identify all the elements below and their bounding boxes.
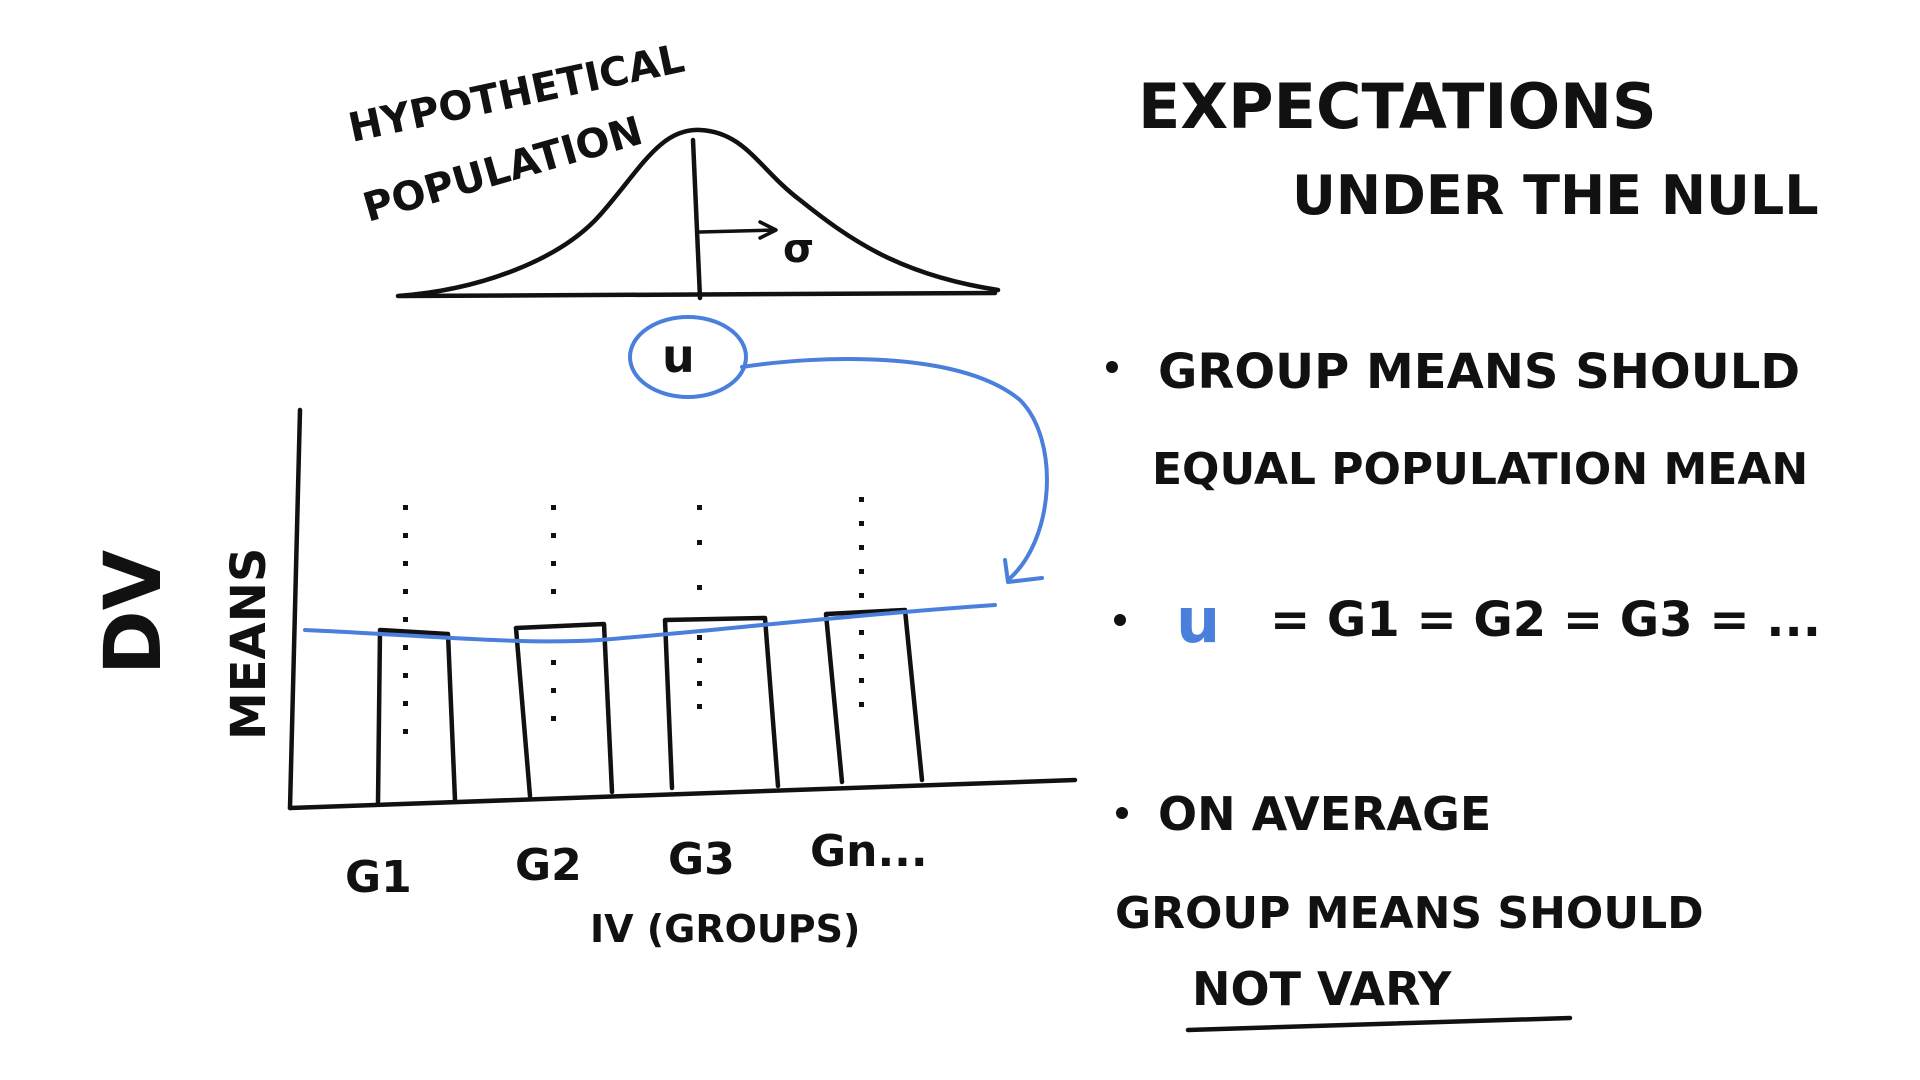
bars	[375, 607, 925, 806]
notes-panel: EXPECTATIONS UNDER THE NULL GROUP MEANS …	[1106, 70, 1821, 1033]
notes-title-line1: EXPECTATIONS	[1138, 70, 1657, 143]
group-labels: G1 G2 G3 Gn...	[345, 826, 928, 903]
not-vary-underline	[1185, 1015, 1573, 1033]
bar-g2	[513, 621, 615, 799]
x-axis	[287, 777, 1078, 811]
mu-arrow	[740, 356, 1049, 582]
mu-circle	[628, 315, 748, 399]
bullet-2-mu: u	[1176, 584, 1220, 657]
mu-callout: u	[628, 315, 1049, 584]
group-means-chart: DV MEANS	[89, 407, 1078, 951]
normal-curve	[395, 127, 1001, 299]
group-label-3: G3	[668, 834, 735, 885]
bar-g3	[662, 615, 781, 791]
group-label-n: Gn...	[810, 826, 928, 877]
mu-symbol: u	[662, 329, 695, 383]
bullet-3-line3: NOT VARY	[1192, 962, 1452, 1016]
dotted-error-lines	[403, 497, 864, 734]
bullet-1-line1: GROUP MEANS SHOULD	[1158, 344, 1800, 400]
group-label-1: G1	[345, 852, 412, 903]
bar-g1	[375, 627, 458, 806]
notes-title-line2: UNDER THE NULL	[1292, 164, 1819, 227]
sigma-arrow	[698, 220, 778, 240]
population-mean-line	[303, 603, 997, 644]
x-axis-label: IV (GROUPS)	[590, 907, 860, 951]
mu-arrow-head	[1003, 558, 1044, 584]
y-axis-label-means: MEANS	[221, 548, 277, 740]
y-axis	[287, 407, 303, 811]
bullet-3-dot	[1116, 807, 1128, 819]
population-distribution: HYPOTHETICAL POPULATION σ	[345, 36, 1001, 301]
group-label-2: G2	[515, 840, 582, 891]
bullet-2-dot	[1114, 614, 1126, 626]
bullet-3-line1: ON AVERAGE	[1158, 787, 1491, 841]
bullet-1-line2: EQUAL POPULATION MEAN	[1152, 444, 1808, 495]
bullet-3-line2: GROUP MEANS SHOULD	[1115, 888, 1704, 939]
mean-line	[690, 137, 703, 301]
distribution-baseline	[397, 290, 998, 299]
sigma-label: σ	[783, 226, 814, 272]
bullet-2-equation: = G1 = G2 = G3 = ...	[1270, 592, 1821, 648]
bullet-1-dot	[1106, 361, 1118, 373]
y-axis-label-dv: DV	[89, 550, 179, 675]
bar-gn	[823, 607, 925, 785]
